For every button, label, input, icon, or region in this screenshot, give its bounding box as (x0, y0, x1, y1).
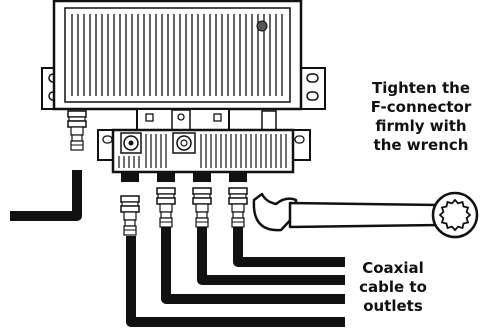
mounting-plate (136, 108, 277, 134)
coax-line-2: cable to (359, 278, 427, 296)
tighten-instruction: Tighten the F-connector firmly with the … (362, 79, 480, 155)
connector-block (97, 128, 311, 174)
output-ports (121, 172, 247, 182)
f-connector-input (67, 110, 87, 151)
outlet-cable-2 (161, 226, 345, 304)
outlet-cable-1 (126, 236, 345, 327)
f-connector-3 (192, 187, 212, 228)
tighten-line-1: Tighten the (371, 79, 471, 97)
coax-line-3: outlets (363, 297, 423, 315)
input-cable (10, 170, 82, 221)
f-connector-2 (156, 187, 176, 228)
f-connector-1 (120, 195, 140, 236)
wrench-icon (252, 191, 479, 239)
tighten-line-3: firmly with (375, 117, 467, 135)
amplifier-housing (41, 0, 326, 111)
f-connector-4 (228, 187, 248, 228)
outlet-cable-3 (197, 226, 345, 285)
tighten-line-4: the wrench (373, 136, 469, 154)
tighten-line-2: F-connector (370, 98, 472, 116)
coax-line-1: Coaxial (362, 259, 424, 277)
indicator-led (256, 20, 268, 32)
coax-caption: Coaxial cable to outlets (343, 259, 443, 316)
outlet-cable-4 (233, 226, 345, 267)
coaxial-cables (10, 170, 345, 327)
